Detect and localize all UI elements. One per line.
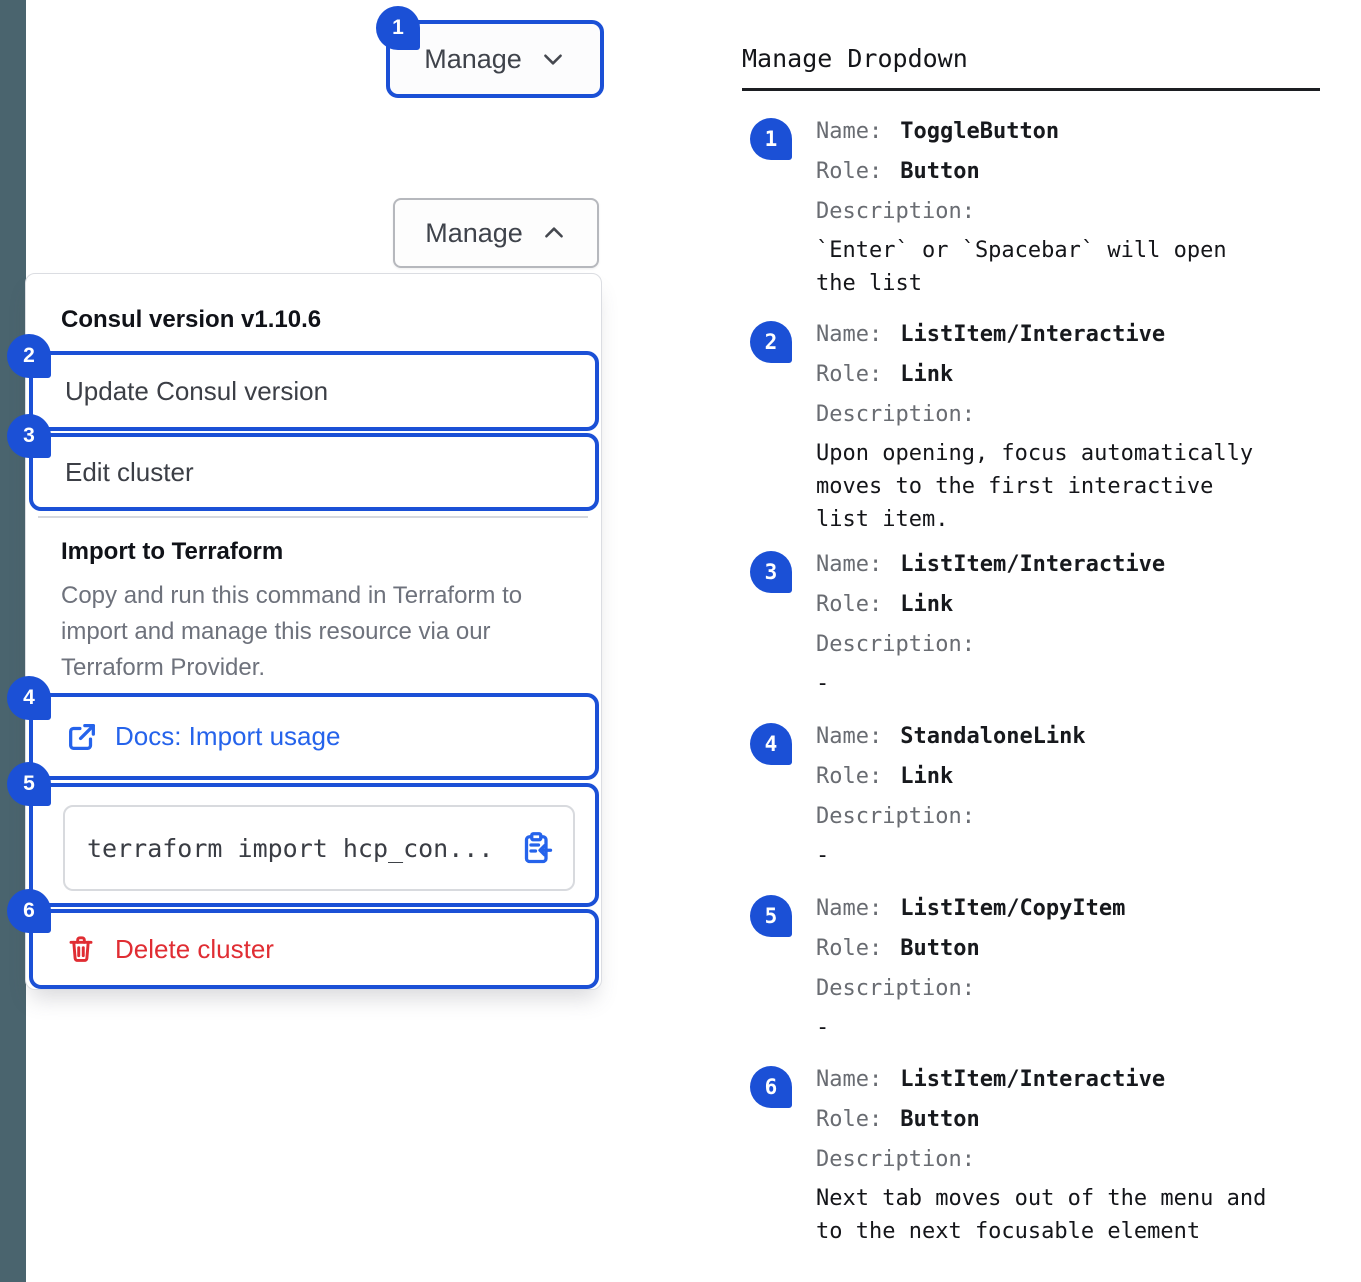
- annotation-badge-4: 4: [7, 676, 51, 720]
- spec-item-3: 3 Name: ListItem/Interactive Role: Link De…: [742, 545, 1322, 700]
- role-value: Button: [900, 1107, 980, 1132]
- spec-title-rule: [742, 88, 1320, 91]
- role-value: Link: [900, 764, 954, 789]
- description-label: Description:: [816, 1147, 975, 1172]
- role-value: Link: [900, 592, 954, 617]
- spec-badge-4: 4: [750, 723, 792, 765]
- annotation-badge-2: 2: [7, 334, 51, 378]
- chevron-up-icon: [541, 220, 567, 246]
- side-strip: [0, 0, 26, 1282]
- spec-badge-2: 2: [750, 321, 792, 363]
- manage-button-open-label: Manage: [425, 217, 523, 248]
- spec-item-1: 1 Name: ToggleButton Role: Button Descript…: [742, 112, 1322, 300]
- manage-dropdown-panel: Consul version v1.10.6 Update Consul ver…: [25, 273, 602, 990]
- name-value: ListItem/Interactive: [900, 1067, 1166, 1092]
- delete-cluster-label: Delete cluster: [115, 933, 274, 964]
- spec-item-2: 2 Name: ListItem/Interactive Role: Link De…: [742, 315, 1322, 536]
- docs-import-usage-label: Docs: Import usage: [115, 721, 341, 751]
- name-label: Name:: [816, 119, 883, 144]
- spec-panel: Manage Dropdown 1 Name: ToggleButton Role…: [742, 0, 1342, 1282]
- spec-badge-6: 6: [750, 1066, 792, 1108]
- name-value: ListItem/Interactive: [900, 552, 1166, 577]
- name-label: Name:: [816, 552, 883, 577]
- name-label: Name:: [816, 322, 883, 347]
- description-value: -: [816, 1015, 830, 1040]
- import-to-terraform-title: Import to Terraform: [61, 538, 284, 565]
- edit-cluster-label: Edit cluster: [65, 456, 194, 487]
- description-label: Description:: [816, 632, 975, 657]
- name-label: Name:: [816, 1067, 883, 1092]
- docs-import-usage-link[interactable]: Docs: Import usage: [29, 693, 599, 780]
- description-value: `Enter` or `Spacebar` will open the list: [816, 238, 1227, 296]
- name-value: ToggleButton: [900, 119, 1060, 144]
- name-label: Name:: [816, 896, 883, 921]
- dropdown-separator: [38, 516, 588, 518]
- description-label: Description:: [816, 976, 975, 1001]
- role-label: Role:: [816, 362, 883, 387]
- description-value: -: [816, 671, 830, 696]
- name-value: ListItem/Interactive: [900, 322, 1166, 347]
- role-value: Button: [900, 936, 980, 961]
- trash-icon: [65, 933, 97, 965]
- consul-version-header: Consul version v1.10.6: [61, 306, 322, 333]
- import-to-terraform-description: Copy and run this command in Terraform t…: [61, 582, 523, 681]
- role-label: Role:: [816, 764, 883, 789]
- role-value: Button: [900, 159, 980, 184]
- terraform-import-codebox: terraform import hcp_con...: [63, 805, 575, 891]
- edit-cluster-item[interactable]: Edit cluster: [29, 433, 599, 511]
- description-value: -: [816, 843, 830, 868]
- role-label: Role:: [816, 159, 883, 184]
- annotation-badge-6: 6: [7, 889, 51, 933]
- role-label: Role:: [816, 592, 883, 617]
- external-link-icon: [65, 720, 99, 754]
- spec-item-5: 5 Name: ListItem/CopyItem Role: Button Des…: [742, 889, 1322, 1044]
- description-label: Description:: [816, 402, 975, 427]
- manage-button-label: Manage: [424, 43, 522, 74]
- annotation-badge-5: 5: [7, 762, 51, 806]
- name-value: StandaloneLink: [900, 724, 1086, 749]
- chevron-down-icon: [540, 46, 566, 72]
- description-value: Next tab moves out of the menu and to th…: [816, 1186, 1267, 1244]
- name-label: Name:: [816, 724, 883, 749]
- spec-title: Manage Dropdown: [742, 44, 968, 73]
- terraform-import-copy-item[interactable]: terraform import hcp_con...: [29, 783, 599, 907]
- annotation-badge-3: 3: [7, 414, 51, 458]
- terraform-import-command: terraform import hcp_con...: [87, 833, 494, 863]
- name-value: ListItem/CopyItem: [900, 896, 1126, 921]
- role-value: Link: [900, 362, 954, 387]
- delete-cluster-item[interactable]: Delete cluster: [29, 909, 599, 989]
- spec-badge-5: 5: [750, 895, 792, 937]
- update-consul-version-item[interactable]: Update Consul version: [29, 351, 599, 431]
- spec-badge-3: 3: [750, 551, 792, 593]
- manage-toggle-button-open[interactable]: Manage: [393, 198, 599, 268]
- spec-item-6: 6 Name:ListItem/Interactive Role:Button …: [742, 1060, 1322, 1248]
- description-value: Upon opening, focus automatically moves …: [816, 441, 1254, 532]
- role-label: Role:: [816, 1107, 883, 1132]
- description-label: Description:: [816, 199, 975, 224]
- spec-item-4: 4 Name: StandaloneLink Role: Link Descript…: [742, 717, 1322, 872]
- annotation-badge-1: 1: [376, 6, 420, 50]
- update-consul-version-label: Update Consul version: [65, 375, 329, 406]
- role-label: Role:: [816, 936, 883, 961]
- spec-badge-1: 1: [750, 118, 792, 160]
- description-label: Description:: [816, 804, 975, 829]
- manage-toggle-button[interactable]: Manage: [386, 20, 604, 98]
- copy-to-clipboard-icon[interactable]: [519, 830, 555, 866]
